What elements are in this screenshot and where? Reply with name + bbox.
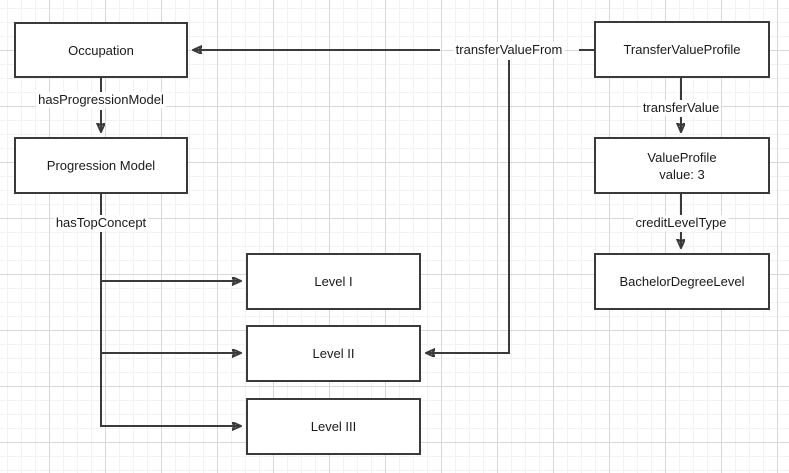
edge-has-top-concept <box>100 194 240 427</box>
node-level-ii[interactable]: Level II <box>246 325 421 382</box>
node-value-profile[interactable]: ValueProfile value: 3 <box>594 137 770 194</box>
node-label: Level III <box>310 419 357 434</box>
node-label: BachelorDegreeLevel <box>619 274 745 289</box>
node-occupation[interactable]: Occupation <box>14 22 188 78</box>
edge-label-credit-level-type: creditLevelType <box>633 215 729 231</box>
node-level-iii[interactable]: Level III <box>246 398 421 455</box>
node-label: Level I <box>314 274 353 289</box>
node-level-i[interactable]: Level I <box>246 253 421 310</box>
node-progression-model[interactable]: Progression Model <box>14 137 188 194</box>
node-label: ValueProfile <box>647 149 717 165</box>
edge-transfer-value-from-to-level-ii <box>427 60 510 353</box>
edge-label-has-top-concept: hasTopConcept <box>53 215 149 231</box>
node-label: Level II <box>312 346 355 361</box>
edge-label-transfer-value: transferValue <box>640 100 722 116</box>
node-label: Occupation <box>68 42 134 58</box>
edge-label-transfer-value-from: transferValueFrom <box>453 42 565 58</box>
node-bachelor-degree-level[interactable]: BachelorDegreeLevel <box>594 253 770 310</box>
edge-label-has-progression-model: hasProgressionModel <box>36 92 166 108</box>
node-transfer-value-profile[interactable]: TransferValueProfile <box>594 21 770 78</box>
node-sublabel: value: 3 <box>659 166 705 182</box>
node-label: TransferValueProfile <box>623 42 741 57</box>
node-label: Progression Model <box>46 158 156 173</box>
